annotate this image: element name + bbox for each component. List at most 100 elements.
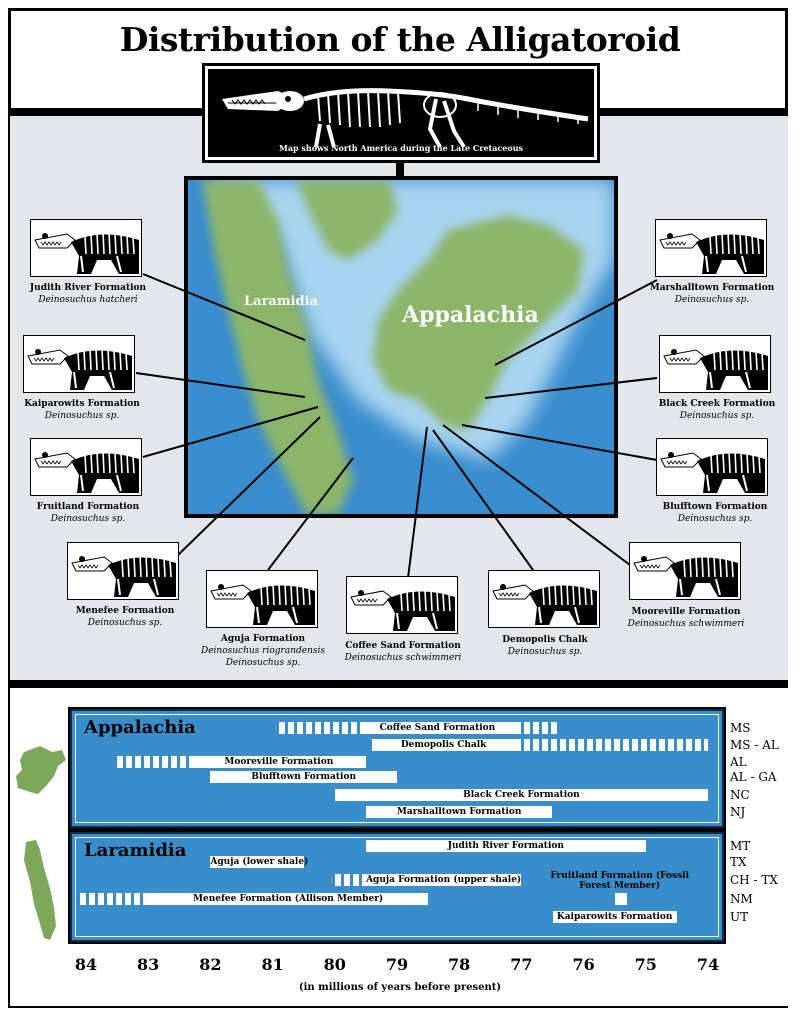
formation-name: Fruitland Formation	[36, 502, 140, 512]
range-bar	[148, 893, 429, 905]
species-name: Deinosuchus sp.	[50, 514, 126, 524]
range-bar-label: Black Creek Formation	[463, 790, 580, 800]
species-name: Deinosuchus sp.	[87, 618, 163, 628]
species-name: Deinosuchus riograndensis	[201, 646, 325, 656]
formation-menefee-illustration	[67, 542, 179, 600]
region-code: CH - TX	[730, 873, 778, 887]
paleogeography-map: Laramidia Appalachia	[184, 176, 618, 518]
formation-fruitland-illustration	[30, 438, 142, 496]
x-tick-label: 81	[261, 955, 284, 974]
range-bar	[365, 840, 646, 852]
region-code: TX	[730, 855, 747, 869]
deinosuchus-skeleton-icon	[222, 88, 589, 149]
region-code: UT	[730, 910, 749, 924]
formation-name: Coffee Sand Formation	[345, 641, 461, 651]
x-tick-label: 74	[696, 955, 720, 974]
range-bar-label: Menefee Formation (Allison Member)	[193, 894, 384, 904]
x-tick-label: 83	[137, 955, 160, 974]
range-bar	[372, 739, 516, 751]
uncertain-range-bar	[79, 893, 149, 905]
range-bar	[614, 893, 628, 905]
formation-name: Mooreville Formation	[631, 607, 741, 617]
formation-mooreville-illustration	[629, 542, 741, 600]
range-bar-label: Blufftown Formation	[251, 772, 357, 782]
appalachia-landmass	[373, 215, 584, 430]
range-bar	[359, 722, 516, 734]
crocodile-skeleton-icon	[663, 347, 768, 390]
skeleton-caption: Map shows North America during the Late …	[278, 143, 524, 153]
crocodile-skeleton-icon	[71, 554, 176, 597]
appalachia-map-label: Appalachia	[401, 302, 539, 328]
laramidia-landmass	[202, 180, 353, 514]
formation-name: Judith River Formation	[29, 283, 147, 293]
crocodile-skeleton-icon	[660, 450, 765, 493]
range-bar	[210, 856, 304, 868]
region-code: MS	[730, 721, 751, 735]
range-bar-label: Kaiparowits Formation	[556, 912, 673, 922]
laramidia-panel-title: Laramidia	[84, 840, 187, 861]
range-bar-label: Demopolis Chalk	[400, 740, 487, 750]
formation-blufftown-illustration	[656, 438, 768, 496]
region-code: MT	[730, 839, 751, 853]
range-bar	[210, 771, 397, 783]
species-name: Deinosuchus sp.	[507, 647, 583, 657]
crocodile-skeleton-icon	[659, 231, 764, 274]
uncertain-range-bar	[515, 739, 708, 751]
range-bar-label: Aguja Formation (upper shale)	[366, 875, 522, 885]
region-code: NJ	[730, 805, 746, 819]
region-code: MS - AL	[730, 738, 779, 752]
formation-name: Menefee Formation	[75, 606, 175, 616]
x-tick-label: 80	[323, 955, 346, 974]
crocodile-skeleton-icon	[34, 450, 139, 493]
species-name: Deinosuchus sp.	[677, 514, 753, 524]
crocodile-skeleton-icon	[633, 554, 738, 597]
x-tick-label: 77	[510, 955, 533, 974]
formation-aguja-illustration	[206, 570, 318, 628]
formation-judith-illustration	[30, 219, 142, 277]
appalachia-panel-title: Appalachia	[84, 717, 196, 738]
northern-landmass	[296, 180, 398, 260]
uncertain-range-bar	[515, 722, 559, 734]
range-bar	[365, 874, 522, 886]
range-bar	[365, 806, 553, 818]
range-bar	[191, 756, 366, 768]
region-code: NC	[730, 788, 750, 802]
laramidia-map-label: Laramidia	[244, 294, 319, 309]
range-bar	[552, 911, 677, 923]
map-connector	[396, 160, 404, 180]
x-tick-label: 78	[448, 955, 471, 974]
region-code: NM	[730, 892, 753, 906]
formation-name: Kaiparowits Formation	[24, 399, 140, 409]
skeleton-illustration: Map shows North America during the Late …	[202, 63, 600, 163]
species-name: Deinosuchus sp.	[679, 411, 755, 421]
uncertain-range-bar	[278, 722, 360, 734]
formation-name: Blufftown Formation	[662, 502, 768, 512]
x-axis-label: (in millions of years before present)	[298, 982, 502, 993]
region-code: AL	[730, 755, 747, 769]
appalachia-silhouette-icon	[16, 746, 66, 794]
range-bar-label: Marshalltown Formation	[396, 807, 522, 817]
formation-name: Marshalltown Formation	[649, 283, 775, 293]
species-name: Deinosuchus sp.	[44, 411, 120, 421]
species-name: Deinosuchus schwimmeri	[627, 619, 745, 629]
range-bar-label: Aguja (lower shale)	[210, 857, 309, 867]
x-tick-label: 79	[385, 955, 409, 974]
formation-name: Aguja Formation	[220, 634, 306, 644]
formation-blackcreek-illustration	[659, 335, 771, 393]
range-bar-label: Fruitland Formation (Fossil Forest Membe…	[550, 871, 690, 891]
range-bar-label: Mooreville Formation	[224, 757, 334, 767]
formation-coffee-illustration	[346, 576, 458, 634]
x-tick-label: 76	[572, 955, 595, 974]
crocodile-skeleton-icon	[492, 582, 597, 625]
species-name: Deinosuchus hatcheri	[38, 295, 138, 305]
x-tick-label: 82	[199, 955, 222, 974]
